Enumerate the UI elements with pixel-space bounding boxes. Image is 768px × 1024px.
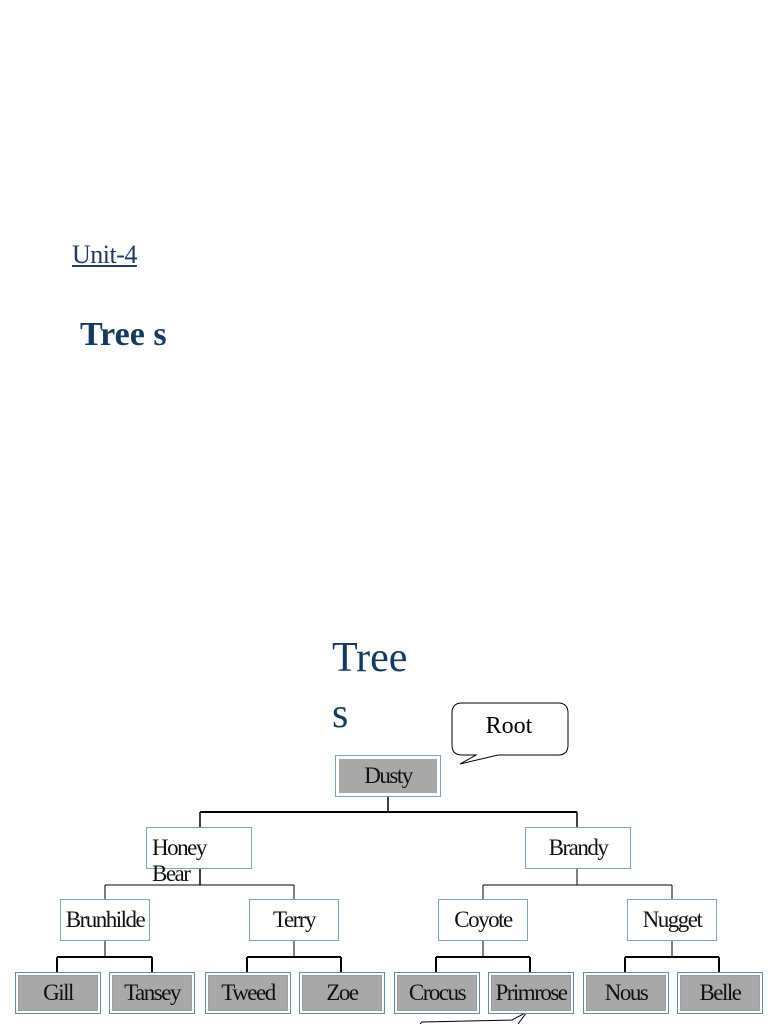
slide2-title: Tree s [332,635,408,737]
tree-node-nugget: Nugget [627,899,717,941]
tree-leaf-zoe: Zoe [299,972,385,1014]
tree-leaf-tweed: Tweed [205,972,291,1014]
tree-node-brandy: Brandy [525,827,631,869]
slide1-title: Tree s [80,316,167,353]
tree-leaf-nous: Nous [583,972,669,1014]
bottom-callout-fragment [419,1011,528,1024]
tree-leaf-crocus: Crocus [394,972,480,1014]
tree-leaf-belle: Belle [677,972,763,1014]
tree-node-root: Dusty [335,755,441,797]
root-callout-text: Root [485,713,533,739]
tree-node-honey-bear: Honey Bear [146,827,252,886]
tree-node-brunhilde: Brunhilde [60,899,150,941]
tree-node-terry: Terry [249,899,339,941]
tree-leaf-tansey: Tansey [109,972,195,1014]
root-callout-bubble [451,702,569,765]
root-callout: Root [450,703,570,757]
tree-node-label: Honey Bear [152,835,207,886]
unit-label: Unit-4 [72,240,137,269]
tree-leaf-gill: Gill [15,972,101,1014]
tree-node-coyote: Coyote [438,899,528,941]
tree-leaf-primrose: Primrose [488,972,574,1014]
